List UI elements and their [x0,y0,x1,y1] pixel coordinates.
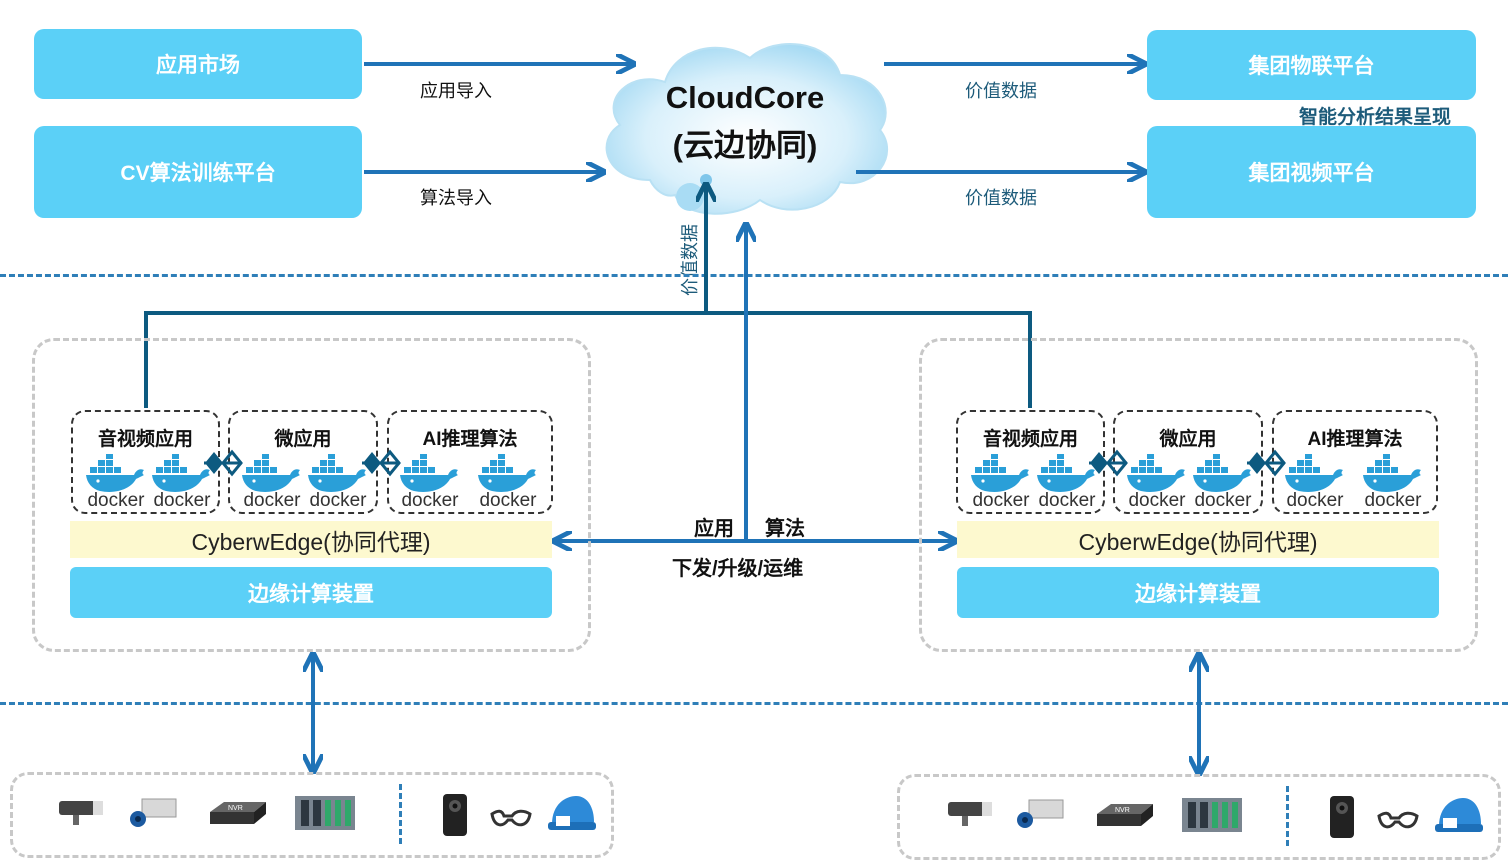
docker-icon: docker [398,454,462,512]
smart-glasses-icon [1377,811,1419,829]
nvr-icon: NVR [1097,804,1153,826]
svg-text:NVR: NVR [228,805,243,812]
right-micro-app-box[interactable]: 微应用 [1113,410,1263,514]
app-market-label: 应用市场 [156,54,240,77]
left-micro-app-title: 微应用 [274,429,332,450]
iot-platform-label: 集团物联平台 [1248,55,1375,78]
left-edge-device-box[interactable]: 边缘计算装置 [70,567,552,618]
app-import-label: 应用导入 [420,81,492,101]
docker-icon: docker [1125,454,1189,512]
docker-icon: docker [1191,454,1255,512]
docker-icon: docker [150,454,214,512]
value-data-collector-line [144,311,1032,408]
body-camera-icon [1330,796,1354,838]
center-algo-label: 算法 [765,518,805,540]
docker-icon: docker [1283,454,1347,512]
safety-helmet-icon [1435,798,1483,832]
docker-icon: docker [1361,454,1425,512]
svg-text:NVR: NVR [1115,807,1130,814]
docker-icon: docker [84,454,148,512]
server-rack-icon [1182,798,1242,832]
left-ai-algo-title: AI推理算法 [422,429,518,450]
docker-icon: docker [969,454,1033,512]
device-row-right [897,774,1501,860]
bullet-camera-icon [948,802,992,826]
right-av-app-box[interactable]: 音视频应用 [956,410,1105,514]
server-rack-icon [295,796,355,830]
video-platform-box[interactable]: 集团视频平台 [1147,126,1476,218]
docker-icon: docker [476,454,540,512]
value-data-label-1: 价值数据 [965,81,1037,101]
cloudcore-title: CloudCore [665,80,825,115]
device-row-left [10,772,614,858]
value-data-label-2: 价值数据 [965,188,1037,208]
left-edge-device-label: 边缘计算装置 [248,582,374,606]
link-diamond-icon [1089,449,1128,477]
right-ai-algo-title: AI推理算法 [1307,429,1403,450]
app-market-box[interactable]: 应用市场 [34,29,362,99]
right-edge-device-box[interactable]: 边缘计算装置 [957,567,1439,618]
edge-group-left [32,338,591,652]
nvr-icon: NVR [210,802,266,824]
left-agent-label: CyberwEdge(协同代理) [191,528,431,555]
body-camera-icon [443,794,467,836]
docker-icon: docker [306,454,370,512]
docker-icon: docker [240,454,304,512]
right-agent-label: CyberwEdge(协同代理) [1078,528,1318,555]
left-av-app-title: 音视频应用 [97,429,193,450]
edge-device-separator [0,702,1508,705]
left-micro-app-box[interactable]: 微应用 [228,410,378,514]
box-camera-icon [130,798,177,827]
right-agent-bar[interactable]: CyberwEdge(协同代理) [957,521,1439,558]
center-app-label: 应用 [694,518,734,540]
safety-helmet-icon [548,796,596,830]
cv-platform-box[interactable]: CV算法训练平台 [34,126,362,218]
edge-group-right [919,338,1478,652]
cv-platform-label: CV算法训练平台 [120,162,276,185]
bullet-camera-icon [59,801,103,825]
left-av-app-box[interactable]: 音视频应用 [71,410,220,514]
cloudcore-subtitle: (云边协同) [672,128,818,163]
link-diamond-icon [204,449,243,477]
left-agent-bar[interactable]: CyberwEdge(协同代理) [70,521,552,558]
smart-glasses-icon [490,809,532,827]
video-platform-label: 集团视频平台 [1248,162,1375,185]
algo-import-label: 算法导入 [420,188,492,208]
box-camera-icon [1017,799,1064,828]
cloud-edge-separator [0,274,1508,277]
device-divider [399,784,402,844]
iot-platform-box[interactable]: 集团物联平台 [1147,30,1476,100]
device-divider [1286,786,1289,846]
analysis-result-label: 智能分析结果呈现 [1299,107,1452,128]
link-diamond-icon [1247,449,1286,477]
right-av-app-title: 音视频应用 [982,429,1078,450]
right-edge-device-label: 边缘计算装置 [1135,582,1261,606]
right-micro-app-title: 微应用 [1159,429,1217,450]
link-diamond-icon [362,449,401,477]
docker-icon: docker [1035,454,1099,512]
center-ops-label: 下发/升级/运维 [672,558,804,580]
